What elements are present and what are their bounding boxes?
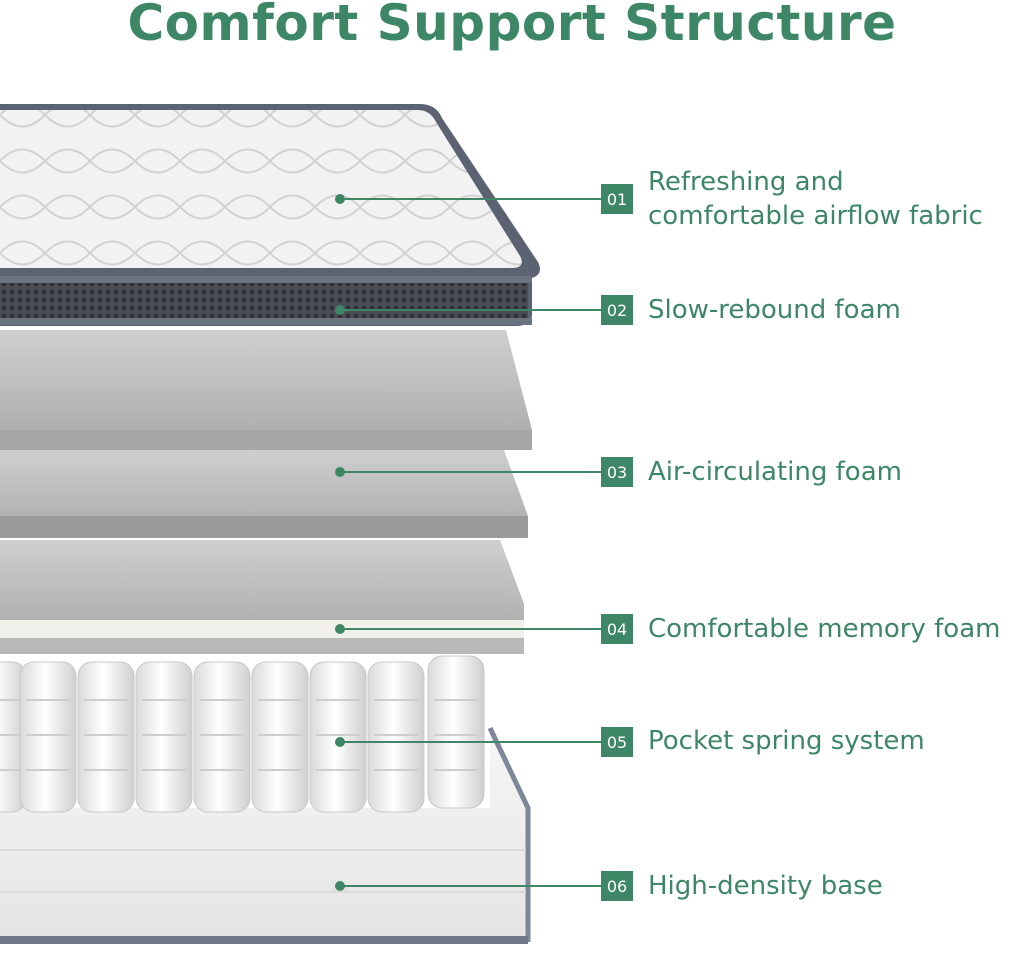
memory-foam-layer	[0, 540, 524, 654]
pocket-spring-coil	[19, 661, 77, 813]
layer-number-badge: 03	[601, 457, 633, 487]
pocket-spring-coil	[309, 661, 367, 813]
layer-number-badge: 05	[601, 727, 633, 757]
pocket-spring-coil	[77, 661, 135, 813]
layer-label-line: Slow-rebound foam	[648, 295, 901, 325]
pocket-spring-coil	[135, 661, 193, 813]
layer-label-line: Refreshing and	[648, 167, 844, 197]
layer-label-line: High-density base	[648, 871, 883, 901]
layer-label-line: comfortable airflow fabric	[648, 201, 983, 231]
layer-label: High-density base	[648, 869, 883, 903]
layer-label: Pocket spring system	[648, 724, 925, 758]
pocket-spring-layer	[0, 655, 485, 813]
top-cover-layer	[0, 104, 540, 326]
callout-lines	[335, 194, 602, 891]
page-title: Comfort Support Structure	[127, 0, 897, 52]
layer-number-badge: 01	[601, 184, 633, 214]
pocket-spring-coil	[427, 655, 485, 809]
layer-label: Comfortable memory foam	[648, 612, 1000, 646]
layer-number-badge: 04	[601, 614, 633, 644]
layer-number-badge: 06	[601, 871, 633, 901]
layer-label: Air-circulating foam	[648, 455, 902, 489]
layer-label-line: Air-circulating foam	[648, 457, 902, 487]
layer-label: Slow-rebound foam	[648, 293, 901, 327]
layer-label: Refreshing and comfortable airflow fabric	[648, 165, 983, 233]
pocket-spring-coil	[251, 661, 309, 813]
layer-number-badge: 02	[601, 295, 633, 325]
air-circulating-foam-layer	[0, 450, 528, 538]
layer-label-line: Comfortable memory foam	[648, 614, 1001, 644]
layer-label-line: Pocket spring system	[648, 726, 925, 756]
pocket-spring-coil	[193, 661, 251, 813]
pocket-spring-coil	[367, 661, 425, 813]
high-density-base-layer	[0, 726, 531, 944]
grey-foam-slab	[0, 330, 532, 450]
